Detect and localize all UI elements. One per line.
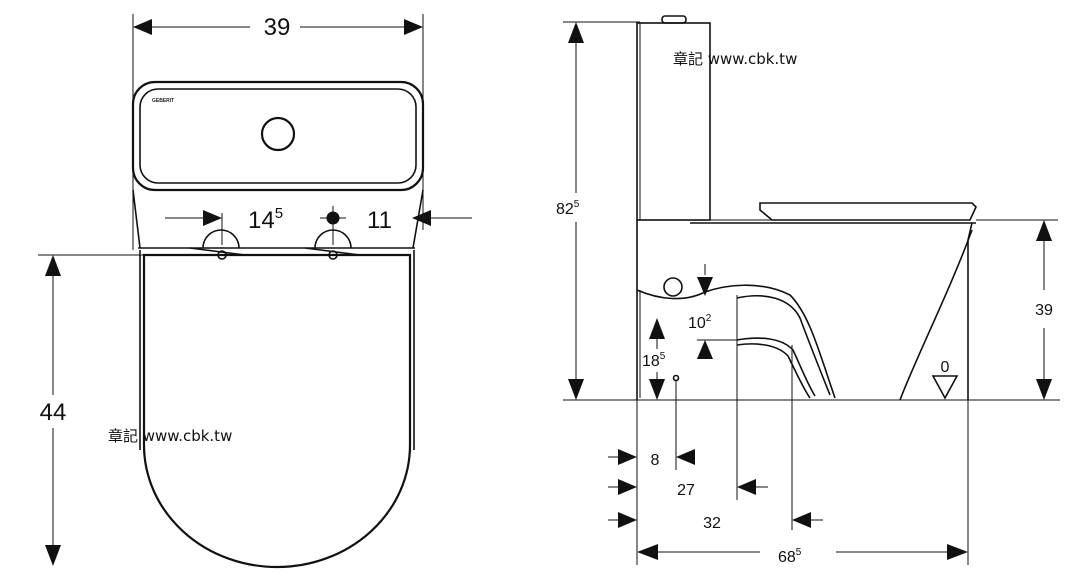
dimension-outlet-gap: 102 bbox=[688, 313, 712, 332]
arrowhead-icon bbox=[649, 318, 665, 339]
trapway-lower bbox=[736, 337, 816, 397]
arrowhead-icon bbox=[737, 479, 756, 495]
arrowhead-icon bbox=[133, 19, 152, 35]
arrowhead-icon bbox=[947, 544, 968, 560]
dimension-total-height: 825 bbox=[556, 199, 580, 218]
arrowhead-icon bbox=[1036, 379, 1052, 400]
bowl-front-outer bbox=[967, 222, 973, 400]
triangle-level-icon bbox=[931, 375, 959, 400]
flush-button-icon bbox=[661, 15, 687, 24]
arrowhead-icon bbox=[404, 19, 423, 35]
arrowhead-icon bbox=[412, 210, 431, 226]
trapway-lower-inner bbox=[736, 343, 811, 399]
arrowhead-icon bbox=[618, 479, 637, 495]
watermark-text: 章記 www.cbk.tw bbox=[673, 50, 797, 68]
dimension-32: 32 bbox=[703, 515, 721, 532]
arrowhead-icon bbox=[1036, 220, 1052, 241]
arrowhead-icon bbox=[45, 545, 61, 566]
dimension-8: 8 bbox=[651, 452, 660, 469]
arrowhead-icon bbox=[697, 277, 713, 296]
arrowhead-icon bbox=[45, 255, 61, 276]
brand-logo: GEBERIT bbox=[152, 98, 174, 104]
front-view: 39 GEBERIT 145 11 bbox=[38, 14, 472, 569]
hole-center-mark bbox=[326, 211, 340, 225]
floor-level-label: 0 bbox=[941, 359, 950, 376]
dimension-total-depth: 685 bbox=[778, 547, 802, 566]
arrowhead-icon bbox=[568, 22, 584, 43]
dimension-hole-spacing: 145 bbox=[248, 205, 283, 234]
trapway-upper bbox=[636, 284, 836, 399]
arrowhead-icon bbox=[649, 379, 665, 400]
seat-lid bbox=[759, 202, 977, 221]
floor-drain-mark bbox=[672, 374, 680, 382]
trapway-upper-inner bbox=[736, 295, 831, 396]
arrowhead-icon bbox=[568, 379, 584, 400]
arrowhead-icon bbox=[618, 449, 637, 465]
water-inlet bbox=[663, 277, 683, 297]
cistern-lid bbox=[139, 88, 417, 184]
side-view: 825 39 章記 www.cbk.tw 102 bbox=[556, 15, 1060, 566]
dimension-27: 27 bbox=[677, 482, 695, 499]
dimension-side-offset: 11 bbox=[367, 207, 392, 234]
seat-outline bbox=[142, 253, 412, 569]
dimension-width-total: 39 bbox=[264, 14, 291, 41]
cistern-outline bbox=[131, 80, 425, 192]
arrowhead-icon bbox=[792, 512, 811, 528]
dimension-inlet-height: 185 bbox=[642, 351, 666, 370]
arrowhead-icon bbox=[676, 449, 695, 465]
arrowhead-icon bbox=[203, 210, 222, 226]
flush-button-icon bbox=[260, 116, 296, 152]
hinge-left bbox=[202, 229, 240, 249]
bowl-side-left bbox=[132, 189, 141, 249]
dimension-seat-height: 39 bbox=[1035, 302, 1053, 319]
watermark-text: 章記 www.cbk.tw bbox=[108, 427, 232, 445]
arrowhead-icon bbox=[618, 512, 637, 528]
arrowhead-icon bbox=[697, 340, 713, 359]
arrowhead-icon bbox=[637, 544, 658, 560]
dimension-height: 44 bbox=[40, 399, 67, 426]
hinge-line bbox=[189, 247, 246, 256]
bowl-front-inner bbox=[899, 229, 973, 401]
cistern-side bbox=[636, 22, 711, 221]
